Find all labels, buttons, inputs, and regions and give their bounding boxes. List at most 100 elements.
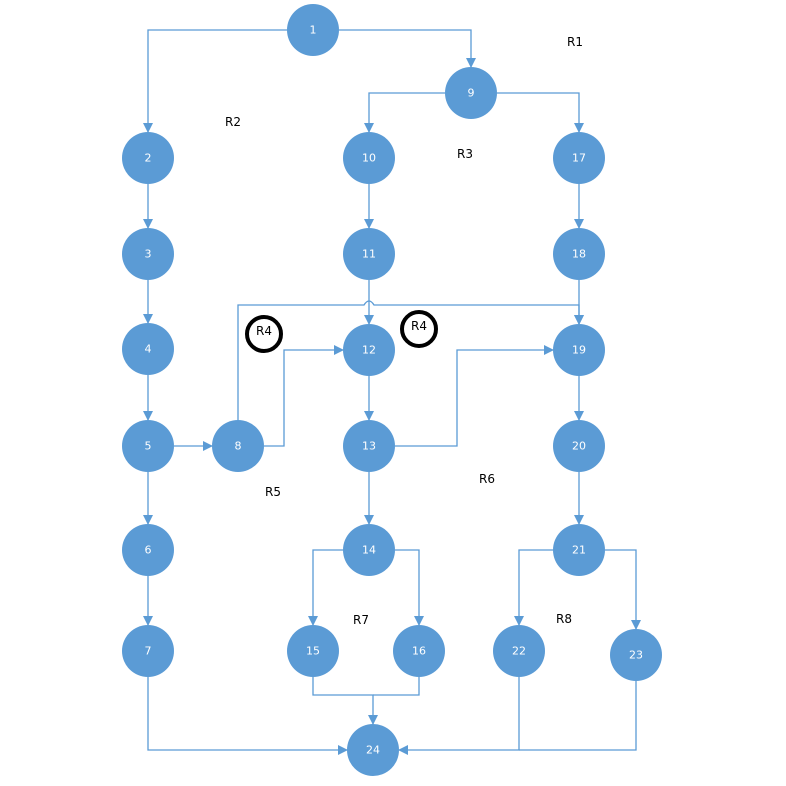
node-15: 15	[287, 625, 339, 677]
node-label: 10	[362, 152, 376, 165]
node-circle	[287, 625, 339, 677]
region-label-r6: R6	[479, 472, 495, 486]
node-label: 19	[572, 344, 586, 357]
edge-13-to-19	[395, 345, 554, 447]
node-label: 15	[306, 645, 320, 658]
node-circle	[122, 323, 174, 375]
edge-1-to-2	[143, 29, 287, 133]
node-circle	[343, 132, 395, 184]
node-5: 5	[122, 420, 174, 472]
node-circle	[343, 324, 395, 376]
edge-9-to-10	[364, 92, 445, 133]
node-circle	[610, 629, 662, 681]
node-2: 2	[122, 132, 174, 184]
node-label: 21	[572, 544, 586, 557]
node-label: 6	[145, 544, 152, 557]
node-label: 14	[362, 544, 376, 557]
node-circle	[445, 67, 497, 119]
node-circle	[122, 524, 174, 576]
node-circle	[122, 228, 174, 280]
node-6: 6	[122, 524, 174, 576]
node-16: 16	[393, 625, 445, 677]
node-label: 1	[310, 24, 317, 37]
node-circle	[493, 625, 545, 677]
node-circle	[343, 524, 395, 576]
node-circle	[122, 420, 174, 472]
node-10: 10	[343, 132, 395, 184]
edge-14-to-15	[308, 549, 343, 626]
node-12: 12	[343, 324, 395, 376]
node-label: 16	[412, 645, 426, 658]
edge-22-to-24	[398, 677, 520, 755]
edge-9-to-17	[497, 92, 584, 133]
node-label: 13	[362, 440, 376, 453]
node-19: 19	[553, 324, 605, 376]
node-7: 7	[122, 625, 174, 677]
node-11: 11	[343, 228, 395, 280]
edge-14-to-16	[395, 549, 424, 626]
node-circle	[122, 625, 174, 677]
node-4: 4	[122, 323, 174, 375]
node-23: 23	[610, 629, 662, 681]
node-17: 17	[553, 132, 605, 184]
edge-8-to-19	[237, 300, 584, 420]
node-label: 23	[629, 649, 643, 662]
region-label-r2: R2	[225, 115, 241, 129]
edge-8-to-12	[264, 345, 344, 447]
node-circle	[553, 132, 605, 184]
node-24: 24	[347, 724, 399, 776]
node-label: 2	[145, 152, 152, 165]
region-highlight-ring	[400, 310, 438, 348]
node-label: 20	[572, 440, 586, 453]
node-label: 18	[572, 248, 586, 261]
region-highlight-ring	[245, 315, 283, 353]
node-label: 11	[362, 248, 376, 261]
node-8: 8	[212, 420, 264, 472]
node-20: 20	[553, 420, 605, 472]
node-21: 21	[553, 524, 605, 576]
node-circle	[343, 228, 395, 280]
region-label-r4: R4	[411, 319, 427, 333]
node-circle	[347, 724, 399, 776]
node-circle	[212, 420, 264, 472]
edge-7-to-24	[147, 677, 348, 755]
node-label: 4	[145, 343, 152, 356]
node-circle	[287, 4, 339, 56]
edge-23-to-24	[519, 681, 637, 751]
region-label-r3: R3	[457, 147, 473, 161]
node-label: 9	[468, 87, 475, 100]
edge-21-to-23	[605, 549, 641, 630]
node-1: 1	[287, 4, 339, 56]
region-label-r4: R4	[256, 324, 272, 338]
node-circle	[553, 324, 605, 376]
node-label: 24	[366, 744, 380, 757]
node-13: 13	[343, 420, 395, 472]
node-label: 17	[572, 152, 586, 165]
node-label: 3	[145, 248, 152, 261]
node-label: 8	[235, 440, 242, 453]
region-label-r1: R1	[567, 35, 583, 49]
node-circle	[553, 420, 605, 472]
edge-1-to-9	[339, 29, 476, 68]
node-circle	[553, 524, 605, 576]
edge-16-to-24	[373, 677, 420, 696]
node-circle	[343, 420, 395, 472]
region-label-r8: R8	[556, 612, 572, 626]
node-label: 7	[145, 645, 152, 658]
node-9: 9	[445, 67, 497, 119]
region-label-r7: R7	[353, 613, 369, 627]
node-label: 5	[145, 440, 152, 453]
node-label: 22	[512, 645, 526, 658]
edge-21-to-22	[514, 549, 553, 626]
node-circle	[122, 132, 174, 184]
node-label: 12	[362, 344, 376, 357]
node-circle	[393, 625, 445, 677]
node-22: 22	[493, 625, 545, 677]
edge-15-to-24	[312, 677, 378, 725]
node-3: 3	[122, 228, 174, 280]
region-label-r5: R5	[265, 485, 281, 499]
node-18: 18	[553, 228, 605, 280]
